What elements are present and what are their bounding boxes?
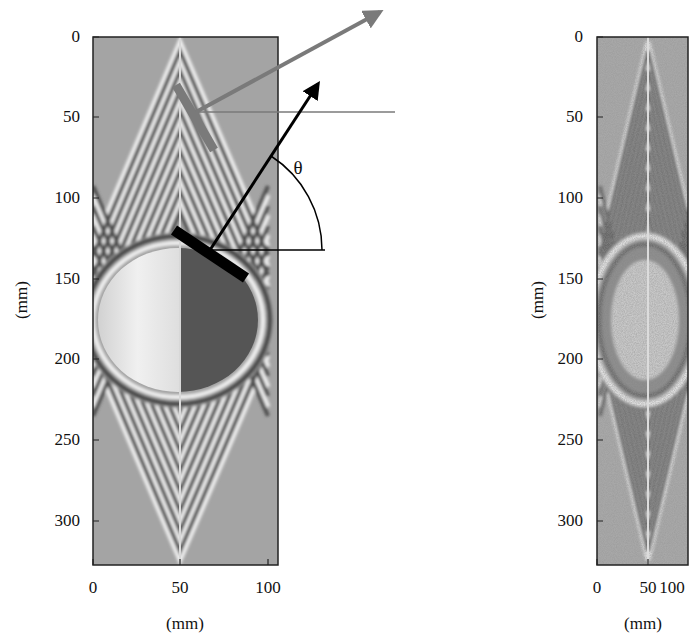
grey-normal-arrow xyxy=(196,12,380,112)
tick-label: 50 xyxy=(63,108,80,127)
tick-label: (mm) xyxy=(624,615,662,634)
axis-title: (mm) xyxy=(13,281,32,319)
tick-label: 250 xyxy=(55,431,81,450)
tick-label: 200 xyxy=(558,350,584,369)
panel-ground xyxy=(597,37,688,565)
tick-label: 100 xyxy=(255,579,281,598)
panel-frame xyxy=(93,37,278,565)
tick-label: 0 xyxy=(575,28,584,47)
tick-label: 250 xyxy=(558,431,584,450)
tick-label: 100 xyxy=(659,579,685,598)
tick-label: 200 xyxy=(55,350,81,369)
tick-label: 300 xyxy=(558,512,584,531)
tick-label: 300 xyxy=(55,512,81,531)
left-interferogram xyxy=(93,37,278,565)
angle-arc xyxy=(271,156,322,250)
tick-label: 100 xyxy=(55,189,81,208)
tick-label: 50 xyxy=(172,579,189,598)
axis-ticks xyxy=(93,37,268,565)
panel-frame xyxy=(597,37,688,565)
mach-fringes xyxy=(93,42,274,560)
black-surface xyxy=(174,230,246,278)
axis-title: (mm) xyxy=(529,281,548,319)
black-reference-line xyxy=(210,249,325,251)
center-line xyxy=(647,37,649,565)
bright-half xyxy=(95,245,180,395)
tick-label: (mm) xyxy=(166,615,204,634)
ring-ground xyxy=(93,232,274,408)
center-line xyxy=(179,37,181,565)
black-normal-arrow xyxy=(210,84,318,250)
tick-label: 50 xyxy=(566,108,583,127)
angle-symbol: θ xyxy=(293,158,302,179)
dark-ring xyxy=(93,236,270,404)
tick-label: 0 xyxy=(89,579,98,598)
tick-label: 0 xyxy=(593,579,602,598)
right-interferogram xyxy=(597,37,688,565)
tick-label: 0 xyxy=(72,28,81,47)
tick-label: 50 xyxy=(640,579,657,598)
tick-label: 150 xyxy=(55,270,81,289)
grey-reference-line xyxy=(196,111,395,113)
tick-label: 100 xyxy=(558,189,584,208)
axis-ticks xyxy=(597,37,648,565)
panel-ground xyxy=(93,37,278,565)
grey-surface xyxy=(176,85,214,150)
image-grain xyxy=(597,37,688,565)
tick-label: 150 xyxy=(558,270,584,289)
